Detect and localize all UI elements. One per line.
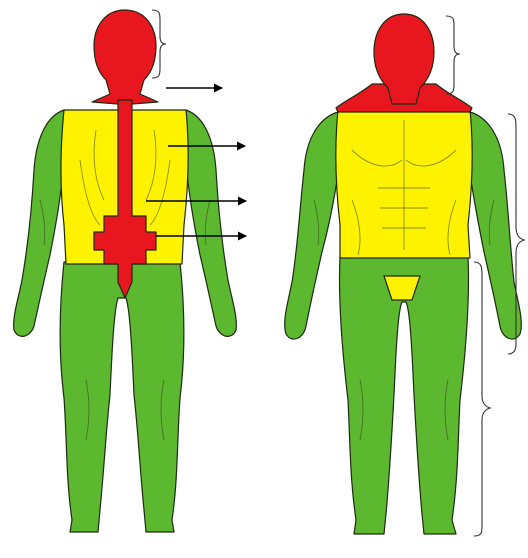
bracket-front-legs (474, 262, 490, 536)
front-left-arm-zone (285, 112, 340, 339)
front-view-figure (285, 14, 522, 534)
back-head-zone (92, 10, 158, 104)
back-left-arm-zone (14, 110, 64, 336)
back-legs-zone (60, 262, 184, 532)
front-right-arm-zone (468, 112, 521, 339)
bracket-front-head (446, 16, 460, 94)
back-right-arm-zone (186, 110, 236, 336)
